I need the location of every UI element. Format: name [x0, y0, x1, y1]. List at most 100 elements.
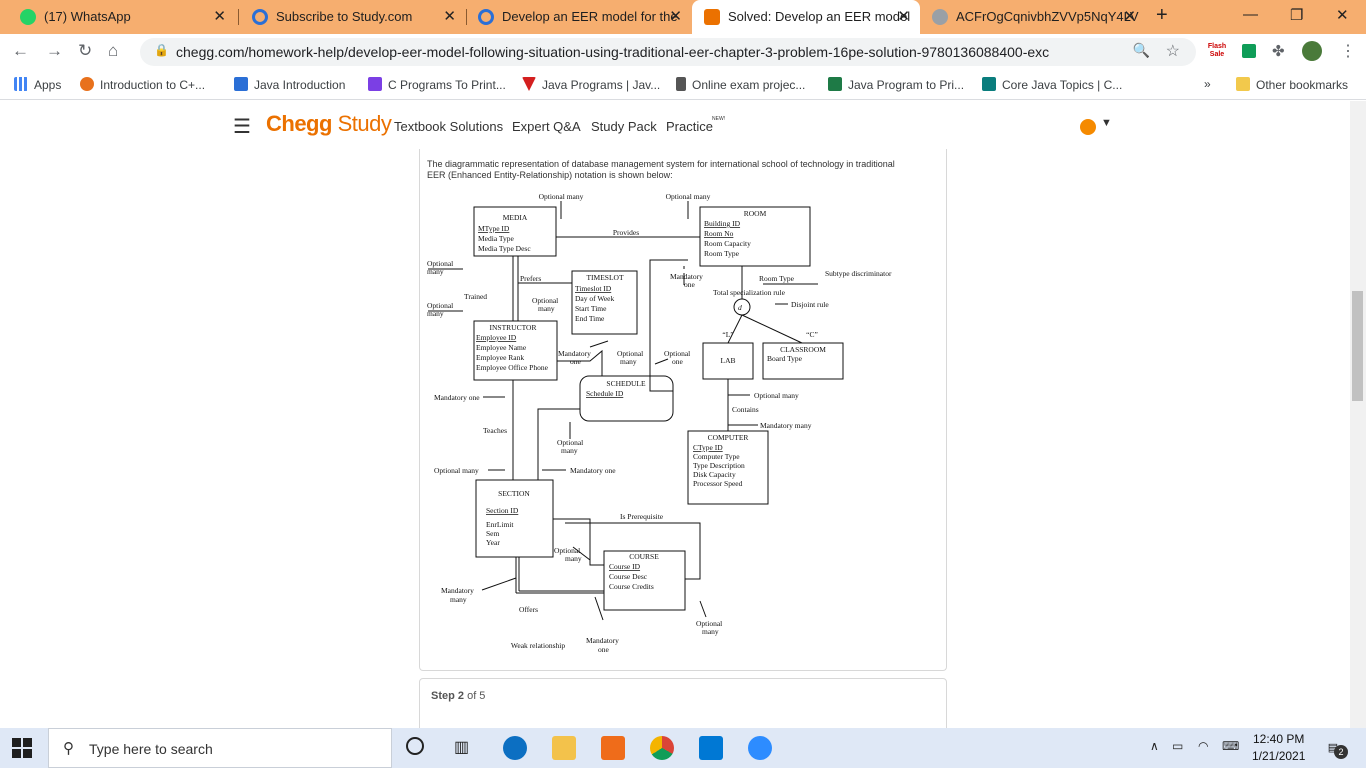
- media-box: [473, 206, 557, 257]
- media-attr: Media Type: [478, 234, 514, 243]
- bookmark-java-programs[interactable]: Java Programs | Jav...: [522, 77, 660, 92]
- page-scrollbar[interactable]: [1350, 101, 1366, 728]
- chegg-logo[interactable]: Chegg Study: [266, 111, 392, 136]
- tab-chegg-active[interactable]: Solved: Develop an EER model ✕: [692, 0, 920, 34]
- task-view-icon[interactable]: ▥: [454, 739, 470, 756]
- timeslot-attr: Timeslot ID: [575, 284, 612, 293]
- room-attr: Room No: [704, 229, 734, 238]
- svg-text:Optional many: Optional many: [666, 192, 711, 201]
- svg-text:Optional: Optional: [557, 438, 583, 447]
- new-tab-button[interactable]: +: [1156, 4, 1168, 26]
- tab-develop-eer[interactable]: Develop an EER model for the ✕: [466, 0, 692, 34]
- media-attr: MType ID: [478, 224, 510, 233]
- svg-text:Optional many: Optional many: [754, 391, 799, 400]
- windows-taskbar: ⚲ Type here to search ▥ ∧ ▭ ◠ ⌨ 12:40 PM…: [0, 728, 1366, 768]
- tab-pdf[interactable]: ACFrOgCqnivbhZVVp5NqY4LV ✕: [920, 0, 1146, 34]
- svg-text:Is Prerequisite: Is Prerequisite: [620, 512, 664, 521]
- svg-text:Contains: Contains: [732, 405, 759, 414]
- svg-text:Optional: Optional: [427, 259, 453, 268]
- bookmark-apps[interactable]: Apps: [14, 77, 61, 92]
- svg-text:Provides: Provides: [613, 228, 639, 237]
- site-icon: [676, 77, 686, 91]
- address-bar[interactable]: 🔒 chegg.com/homework-help/develop-eer-mo…: [140, 38, 1196, 66]
- bookmark-java-program-print[interactable]: Java Program to Pri...: [828, 77, 964, 92]
- scrollbar-thumb[interactable]: [1352, 291, 1363, 401]
- bookmark-java-intro[interactable]: Java Introduction: [234, 77, 345, 92]
- battery-icon[interactable]: ▭: [1172, 739, 1184, 753]
- svg-text:Mandatory: Mandatory: [558, 349, 591, 358]
- windows-start-icon[interactable]: [12, 738, 32, 758]
- nav-textbook-solutions[interactable]: Textbook Solutions: [394, 119, 504, 134]
- close-icon[interactable]: ✕: [213, 8, 226, 25]
- sublime-text-icon[interactable]: [601, 736, 625, 760]
- svg-text:Weak relationship: Weak relationship: [511, 641, 565, 650]
- back-button[interactable]: ←: [12, 41, 29, 60]
- nav-expert-qa[interactable]: Expert Q&A: [512, 119, 581, 134]
- close-icon[interactable]: ✕: [897, 8, 910, 25]
- svg-text:many: many: [450, 595, 467, 604]
- schedule-title: SCHEDULE: [606, 379, 646, 388]
- zoom-icon[interactable]: [748, 736, 772, 760]
- tray-chevron-icon[interactable]: ∧: [1150, 739, 1159, 753]
- star-icon[interactable]: ☆: [1165, 43, 1180, 60]
- svg-text:d: d: [738, 303, 742, 312]
- taskbar-search-box[interactable]: ⚲ Type here to search: [48, 728, 392, 768]
- svg-text:many: many: [427, 309, 444, 318]
- url-text: chegg.com/homework-help/develop-eer-mode…: [176, 44, 1050, 60]
- course-title: COURSE: [629, 552, 659, 561]
- vscode-icon[interactable]: [699, 736, 723, 760]
- svg-text:Optional: Optional: [532, 296, 558, 305]
- wifi-icon[interactable]: ◠: [1198, 739, 1209, 753]
- bookmark-c-programs[interactable]: C Programs To Print...: [368, 77, 506, 92]
- close-icon[interactable]: ✕: [669, 8, 682, 25]
- bookmark-core-java[interactable]: Core Java Topics | C...: [982, 77, 1122, 92]
- tab-study-com[interactable]: Subscribe to Study.com ✕: [240, 0, 466, 34]
- forward-button[interactable]: →: [46, 41, 63, 60]
- keyboard-icon[interactable]: ⌨: [1222, 739, 1240, 753]
- hamburger-menu-icon[interactable]: ☰: [233, 116, 251, 138]
- file-explorer-icon[interactable]: [552, 736, 576, 760]
- tab-title: Develop an EER model for the: [502, 9, 678, 24]
- notification-center-icon[interactable]: ▤2: [1322, 737, 1348, 759]
- system-clock[interactable]: 12:40 PM 1/21/2021: [1252, 731, 1305, 765]
- folder-icon: [1236, 77, 1250, 91]
- extension-icon[interactable]: [1242, 44, 1256, 58]
- profile-avatar[interactable]: [1302, 41, 1322, 61]
- room-title: ROOM: [744, 209, 767, 218]
- section-attr: Section ID: [486, 506, 519, 515]
- zoom-icon[interactable]: 🔍: [1132, 42, 1150, 58]
- step-counter: Step 2 of 5: [431, 690, 486, 702]
- chegg-header: ☰ Chegg Study Textbook Solutions Expert …: [0, 101, 1350, 149]
- svg-text:Teaches: Teaches: [483, 426, 507, 435]
- svg-text:Total specialization rule: Total specialization rule: [713, 288, 786, 297]
- bookmarks-overflow-button[interactable]: »: [1204, 77, 1211, 91]
- nav-study-pack[interactable]: Study Pack: [591, 119, 657, 134]
- puzzle-icon[interactable]: ✤: [1272, 43, 1285, 60]
- close-icon[interactable]: ✕: [443, 8, 456, 25]
- tab-whatsapp[interactable]: (17) WhatsApp ✕: [8, 0, 236, 34]
- classroom-attr: Board Type: [767, 354, 803, 363]
- menu-icon[interactable]: ⋮: [1340, 43, 1356, 60]
- tab-title: Solved: Develop an EER model: [728, 9, 911, 24]
- other-bookmarks[interactable]: Other bookmarks: [1236, 77, 1348, 92]
- svg-text:one: one: [672, 357, 684, 366]
- close-icon[interactable]: ✕: [1123, 8, 1136, 25]
- flash-sale-extension[interactable]: Flash Sale: [1207, 43, 1227, 58]
- bookmark-online-exam[interactable]: Online exam projec...: [676, 77, 805, 92]
- edge-icon[interactable]: [503, 736, 527, 760]
- chrome-icon[interactable]: [650, 736, 674, 760]
- cortana-icon[interactable]: [406, 737, 424, 755]
- bookmark-intro-cpp[interactable]: Introduction to C+...: [80, 77, 205, 92]
- user-avatar[interactable]: [1080, 119, 1096, 135]
- restore-button[interactable]: ❐: [1290, 7, 1304, 24]
- classroom-box: [762, 342, 844, 380]
- chevron-down-icon[interactable]: ▼: [1101, 117, 1112, 129]
- home-button[interactable]: ⌂: [108, 41, 119, 60]
- svg-text:Mandatory: Mandatory: [586, 636, 619, 645]
- reload-button[interactable]: ↻: [78, 41, 93, 60]
- minimize-button[interactable]: —: [1243, 6, 1258, 23]
- nav-practice[interactable]: Practice: [666, 119, 713, 134]
- close-window-button[interactable]: ✕: [1336, 7, 1349, 24]
- svg-text:Optional: Optional: [427, 301, 453, 310]
- course-attr: Course ID: [609, 562, 641, 571]
